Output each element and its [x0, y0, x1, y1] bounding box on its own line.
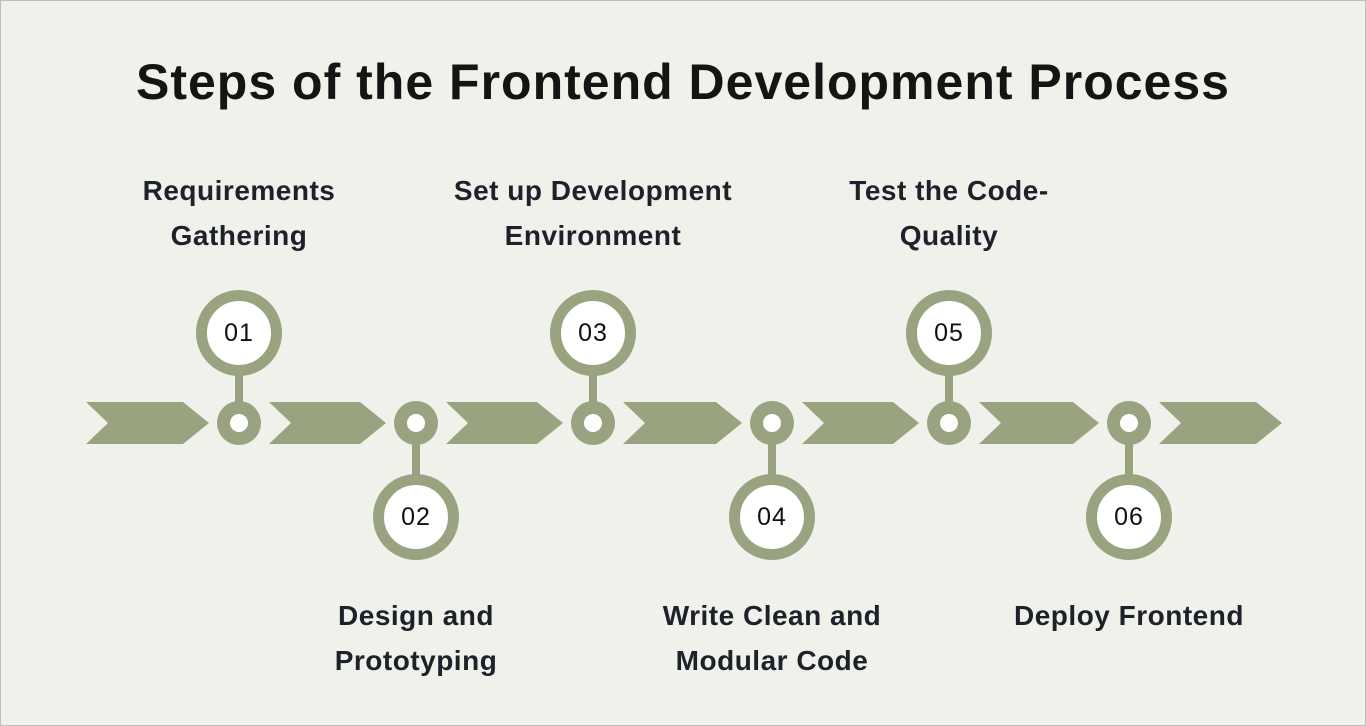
step-number: 02 — [401, 502, 431, 531]
step-label-line: Set up Development — [453, 175, 733, 206]
page-title: Steps of the Frontend Development Proces… — [136, 54, 1230, 110]
node-hole — [230, 414, 248, 432]
step-label-line: Modular Code — [675, 645, 869, 676]
step-number-circle: 01 — [196, 290, 282, 376]
step-label-line: Design and — [338, 600, 494, 631]
node-hole — [1120, 414, 1138, 432]
connector-stem — [412, 423, 420, 477]
step-label-line: Gathering — [170, 220, 308, 251]
connector-stem — [589, 369, 597, 423]
timeline-node — [394, 401, 438, 445]
timeline-arrow — [623, 402, 742, 444]
timeline-node — [927, 401, 971, 445]
timeline-arrow — [1159, 402, 1282, 444]
timeline-arrow — [269, 402, 386, 444]
step-label-line: Prototyping — [334, 645, 498, 676]
timeline-node — [571, 401, 615, 445]
node-hole — [940, 414, 958, 432]
timeline-node — [750, 401, 794, 445]
node-hole — [763, 414, 781, 432]
step-label-line: Test the Code- — [849, 175, 1049, 206]
connector-stem — [945, 369, 953, 423]
step-number-circle: 05 — [906, 290, 992, 376]
timeline-arrow — [802, 402, 919, 444]
timeline-arrow — [446, 402, 563, 444]
timeline-arrow — [86, 402, 209, 444]
step-number: 01 — [224, 318, 254, 347]
step-label-line: Requirements — [142, 175, 336, 206]
step-label-line: Quality — [899, 220, 999, 251]
step-number-circle: 06 — [1086, 474, 1172, 560]
step-label-line: Deploy Frontend — [1014, 600, 1244, 631]
connector-stem — [768, 423, 776, 477]
connector-stem — [1125, 423, 1133, 477]
step-number-circle: 02 — [373, 474, 459, 560]
timeline-node — [1107, 401, 1151, 445]
timeline-arrow — [979, 402, 1099, 444]
node-hole — [407, 414, 425, 432]
step-label: Deploy Frontend — [939, 593, 1319, 638]
step-label: Test the Code- Quality — [759, 168, 1139, 258]
step-number: 03 — [578, 318, 608, 347]
step-number: 05 — [934, 318, 964, 347]
timeline-node — [217, 401, 261, 445]
step-number-circle: 04 — [729, 474, 815, 560]
step-label-line: Environment — [504, 220, 682, 251]
connector-stem — [235, 369, 243, 423]
step-number: 06 — [1114, 502, 1144, 531]
step-number: 04 — [757, 502, 787, 531]
step-number-circle: 03 — [550, 290, 636, 376]
node-hole — [584, 414, 602, 432]
step-label-line: Write Clean and — [662, 600, 882, 631]
